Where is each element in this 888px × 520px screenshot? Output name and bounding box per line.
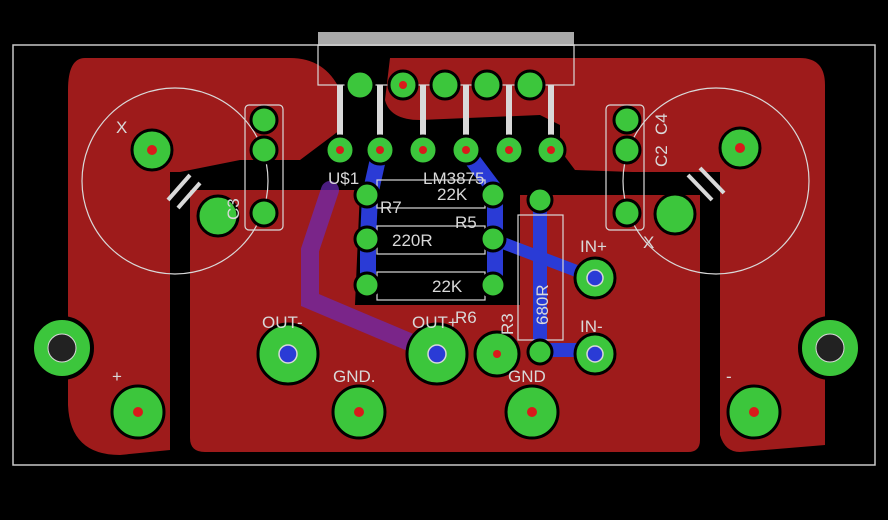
silk-labels: U$1 LM3875 R7 22K R5 220R R6 22K R3 680R… xyxy=(112,113,732,386)
ic-heatsink-tab xyxy=(318,32,574,46)
out-minus-label: OUT- xyxy=(262,313,303,332)
minus-label: - xyxy=(726,367,732,386)
r7-value-label: 22K xyxy=(437,185,468,204)
drill-holes xyxy=(278,269,604,364)
in-minus-label: IN- xyxy=(580,317,603,336)
gnd-left-label: GND. xyxy=(333,367,376,386)
r3-name-label: R3 xyxy=(498,313,517,335)
ic-name-label: U$1 xyxy=(328,169,359,188)
in-plus-label: IN+ xyxy=(580,237,607,256)
r5-name-label: R5 xyxy=(455,213,477,232)
pads xyxy=(30,69,862,440)
c3-name-label: C3 xyxy=(224,198,243,220)
r7-name-label: R7 xyxy=(380,198,402,217)
cap-left-mark: X xyxy=(116,118,127,137)
c2-name-label: C2 xyxy=(652,145,671,167)
r6-name-label: R6 xyxy=(455,308,477,327)
out-plus-label: OUT+ xyxy=(412,313,458,332)
r5-value-label: 220R xyxy=(392,231,433,250)
trace-gnd xyxy=(301,181,449,364)
plus-label: + xyxy=(112,367,122,386)
ic-value-label: LM3875 xyxy=(423,169,484,188)
c4-name-label: C4 xyxy=(652,113,671,135)
capacitor-symbol-icon xyxy=(166,166,726,210)
pour-right xyxy=(385,58,825,452)
trace-out xyxy=(360,142,388,293)
r6-value-label: 22K xyxy=(432,277,463,296)
cap-right-mark: X xyxy=(643,233,654,252)
r3-value-label: 680R xyxy=(533,284,552,325)
gnd-right-label: GND xyxy=(508,367,546,386)
